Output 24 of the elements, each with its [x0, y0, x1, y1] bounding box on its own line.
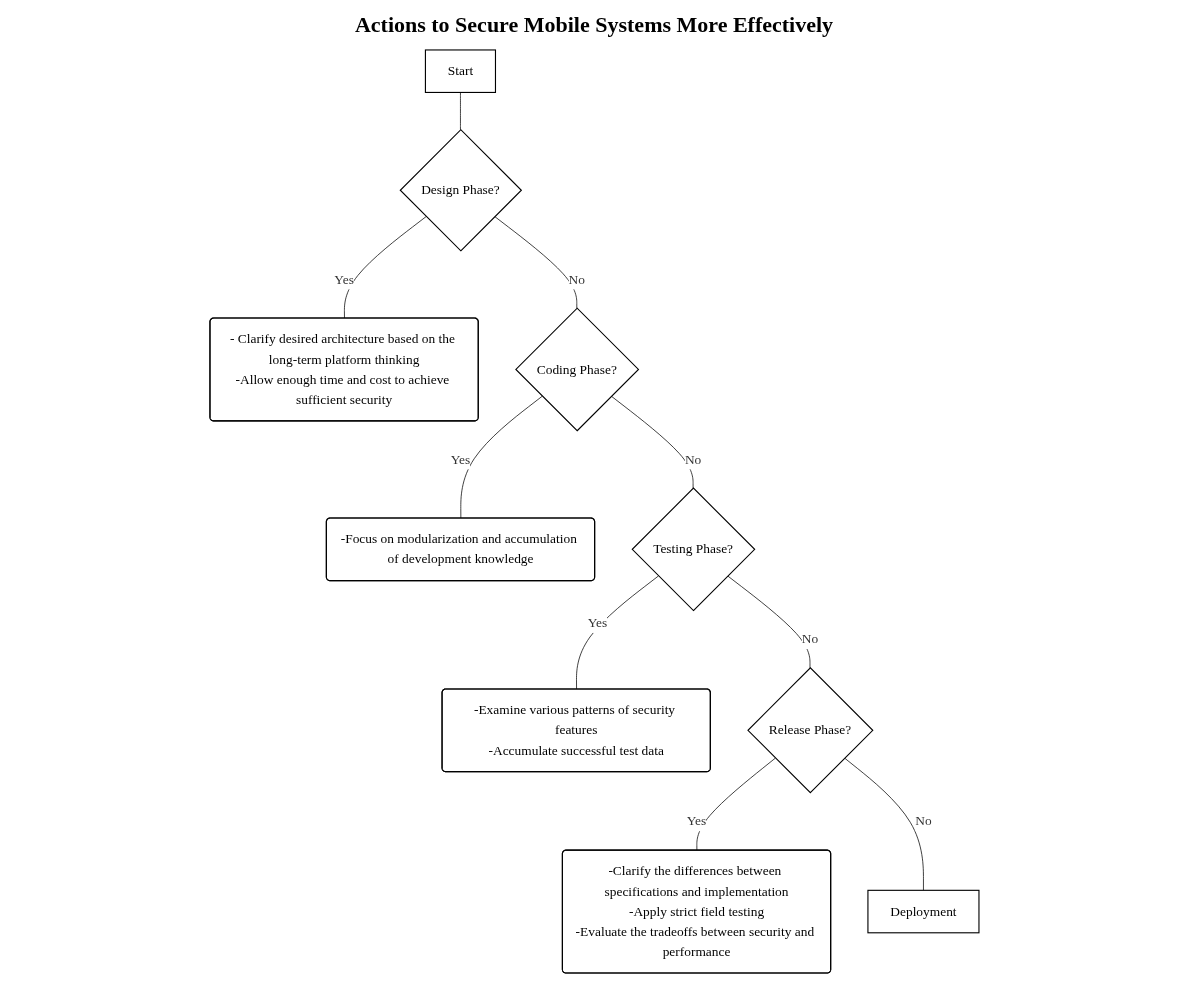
connector	[575, 575, 659, 690]
node-diamond: Testing Phase?	[631, 487, 755, 612]
node-diamond: Coding Phase?	[514, 307, 639, 432]
connector	[493, 216, 577, 309]
connector	[610, 395, 693, 489]
connector	[726, 575, 810, 669]
edge-label: No	[801, 631, 818, 647]
node-box: Start	[424, 49, 496, 93]
connector	[459, 395, 543, 519]
edge-label: Yes	[450, 451, 470, 467]
node-diamond: Release Phase?	[746, 667, 874, 794]
edge-label: Yes	[686, 813, 706, 829]
connector	[696, 757, 776, 851]
connector	[843, 757, 924, 891]
edge-label: Yes	[333, 271, 354, 287]
node-box: Deployment	[866, 889, 980, 934]
edge-label: No	[568, 271, 585, 287]
node-diamond: Design Phase?	[399, 128, 522, 252]
connector	[343, 216, 427, 319]
connector	[459, 92, 461, 131]
edge-label: Yes	[587, 615, 607, 630]
diagram-title: Actions to Secure Mobile Systems More Effectively	[354, 12, 834, 38]
edge-label: No	[914, 813, 932, 829]
edge-label: No	[684, 451, 701, 467]
